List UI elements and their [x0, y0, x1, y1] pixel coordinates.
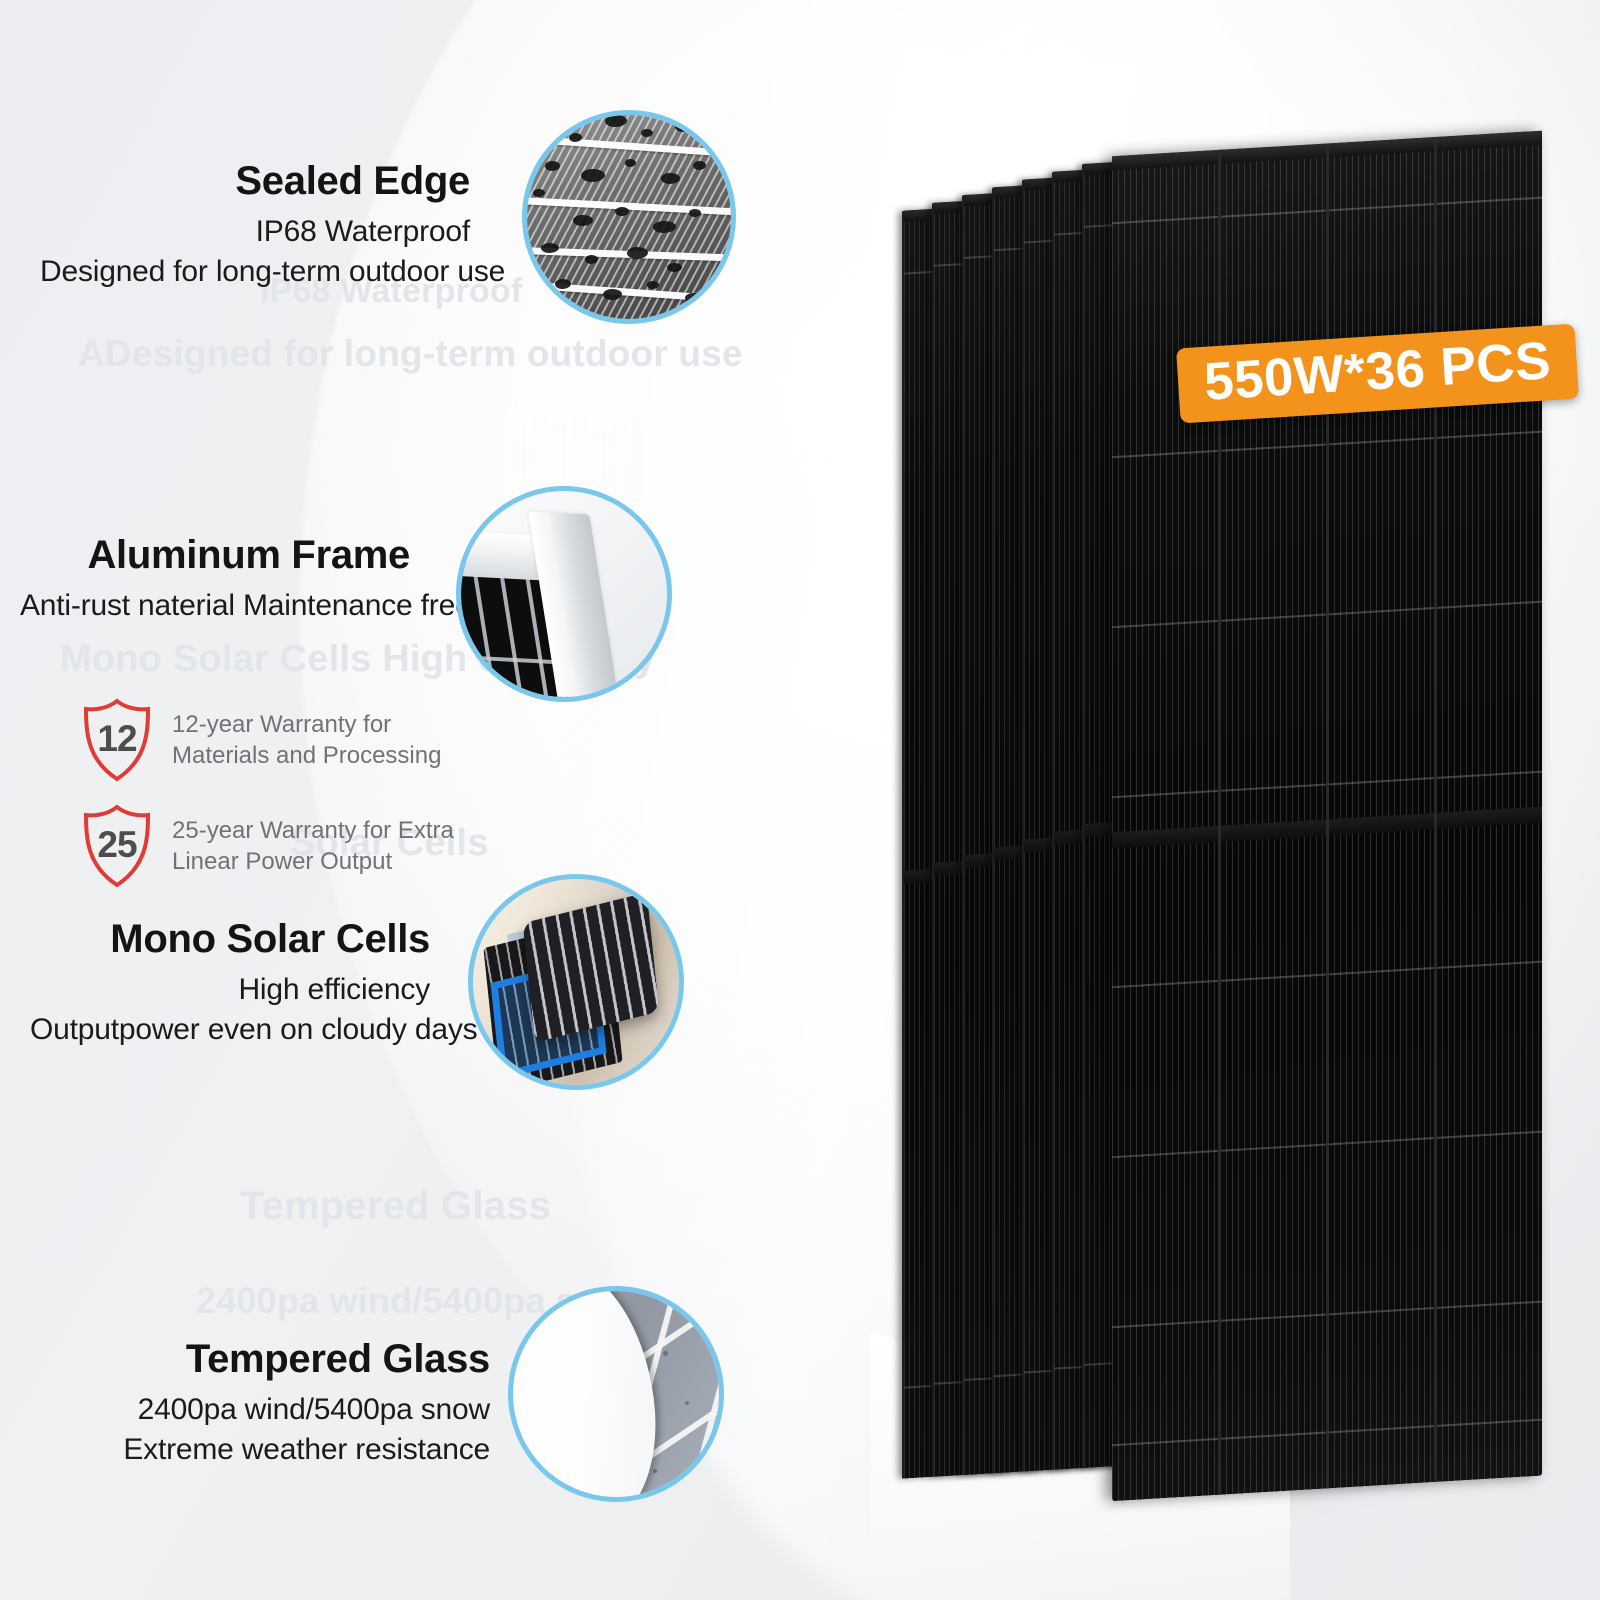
aluminum-frame-corner-photo — [461, 507, 667, 697]
feature-line: 2400pa wind/5400pa snow — [137, 1393, 491, 1426]
power-badge-label: 550W*36 PCS — [1202, 331, 1553, 412]
feature-image-tempered-glass — [508, 1286, 724, 1502]
feature-line: Anti-rust naterial Maintenance free — [20, 589, 472, 622]
feature-line: IP68 Waterproof — [255, 215, 471, 248]
shield-icon: 25 — [80, 804, 154, 888]
feature-line: Extreme weather resistance — [123, 1433, 490, 1467]
feature-line: Outputpower even on cloudy days — [30, 1013, 478, 1047]
feature-mono-solar-cells: Mono Solar Cells High efficiency Outputp… — [30, 917, 478, 1050]
warranty-line: 12-year Warranty for — [172, 710, 392, 738]
warranty-line: 25-year Warranty for Extra — [172, 816, 454, 844]
feature-title-tempered-glass: Tempered Glass — [185, 1337, 490, 1381]
feature-image-mono-solar-cells — [468, 874, 684, 1090]
feature-line: High efficiency — [238, 973, 430, 1006]
shield-number: 12 — [97, 718, 137, 760]
warranty-25: 25 25-year Warranty for Extra Linear Pow… — [80, 804, 454, 888]
feature-aluminum-frame: Aluminum Frame Anti-rust naterial Mainte… — [20, 533, 472, 626]
feature-line: Designed for long-term outdoor use — [40, 255, 506, 289]
feature-sealed-edge: Sealed Edge IP68 Waterproof Designed for… — [40, 159, 506, 292]
feature-title-mono-solar-cells: Mono Solar Cells — [110, 917, 430, 961]
feature-image-sealed-edge — [522, 110, 736, 324]
shield-icon: 12 — [80, 698, 154, 782]
feature-image-aluminum-frame — [456, 486, 672, 702]
warranty-line: Materials and Processing — [172, 742, 442, 769]
feature-title-sealed-edge: Sealed Edge — [235, 159, 470, 203]
warranty-12: 12 12-year Warranty for Materials and Pr… — [80, 698, 441, 782]
shield-number: 25 — [97, 824, 137, 866]
warranty-text: 25-year Warranty for Extra Linear Power … — [172, 815, 454, 877]
warranty-text: 12-year Warranty for Materials and Proce… — [172, 709, 441, 771]
water-droplets-on-panel-photo — [527, 115, 731, 319]
feature-title-aluminum-frame: Aluminum Frame — [87, 533, 410, 577]
feature-tempered-glass: Tempered Glass 2400pa wind/5400pa snow E… — [80, 1338, 490, 1470]
solar-panel-stack — [870, 130, 1542, 1600]
warranty-line: Linear Power Output — [172, 848, 393, 875]
